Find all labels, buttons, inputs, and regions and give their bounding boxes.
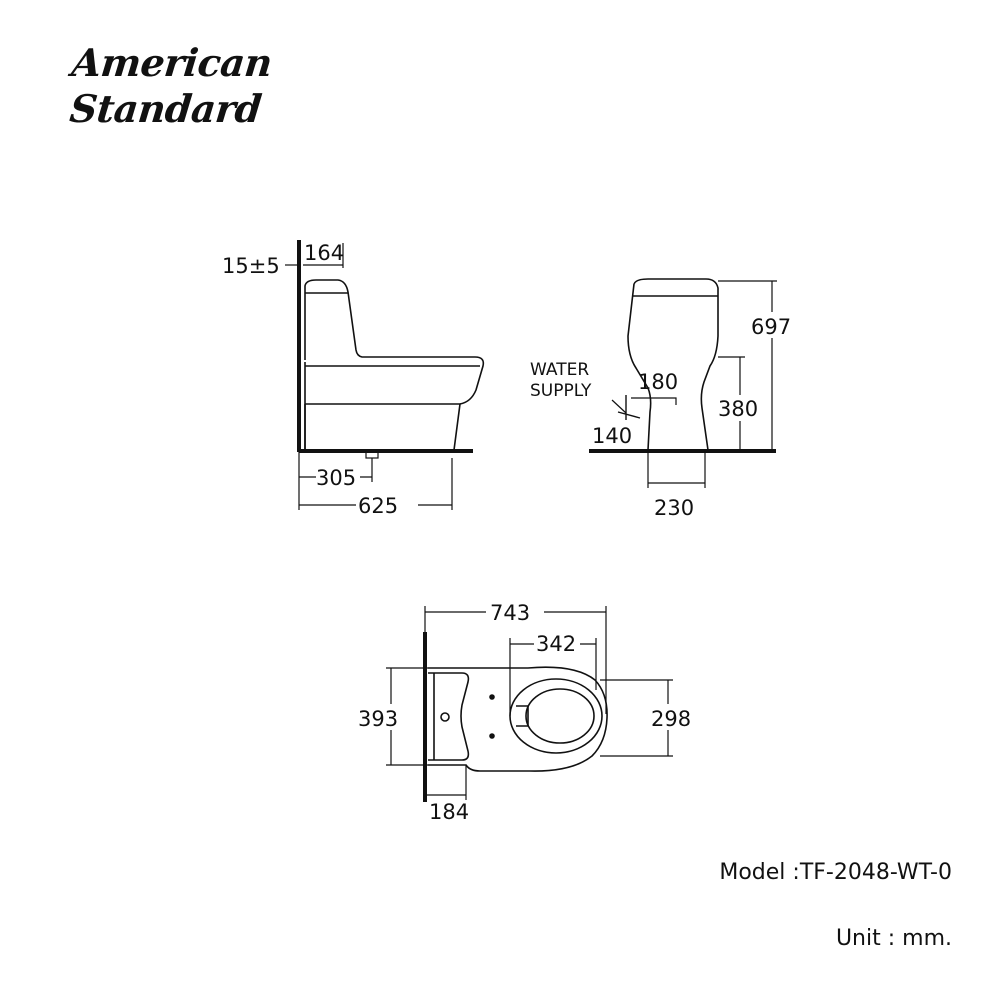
water-supply-label-2: SUPPLY [530,381,592,401]
dim-bowl-width: 298 [651,707,691,731]
dim-tank-offset: 184 [429,800,469,824]
top-seat [509,678,603,754]
dim-rough-in: 305 [316,466,356,490]
front-view-labels: WATER SUPPLY 180 140 380 697 230 [530,312,796,520]
dim-bowl-length: 342 [536,632,576,656]
water-supply-pipe [617,395,641,420]
dim-total-height: 697 [751,315,791,339]
front-view [589,278,777,488]
dim-seat-height: 380 [718,397,758,421]
top-hole-2 [489,733,495,739]
top-hole-1 [489,694,495,700]
top-seat-hinge [516,705,529,727]
side-bowl [304,362,480,451]
dim-supply-height: 140 [592,424,632,448]
top-tank [428,672,470,761]
model-number: Model :TF-2048-WT-0 [719,860,952,885]
dim-line-supply-offset [631,397,677,405]
dim-supply-offset: 180 [638,370,678,394]
side-view [285,240,485,510]
dim-length: 625 [358,494,398,518]
dim-wall-gap: 15±5 [222,254,280,278]
side-tank [304,279,485,405]
dim-total-length: 743 [490,601,530,625]
top-outline [428,666,608,772]
side-view-labels: 15±5 164 305 625 [222,241,418,518]
top-view-labels: 743 342 393 298 184 [356,598,696,824]
top-view [386,606,673,802]
dim-tank-depth: 164 [304,241,344,265]
water-supply-label-1: WATER [530,360,589,380]
top-flush-button [440,712,450,722]
top-bowl-opening [525,688,595,744]
unit-label: Unit : mm. [835,926,952,951]
water-supply-arrow [611,399,627,414]
dim-tank-width: 393 [358,707,398,731]
front-body [627,278,719,451]
dim-base-width: 230 [654,496,694,520]
